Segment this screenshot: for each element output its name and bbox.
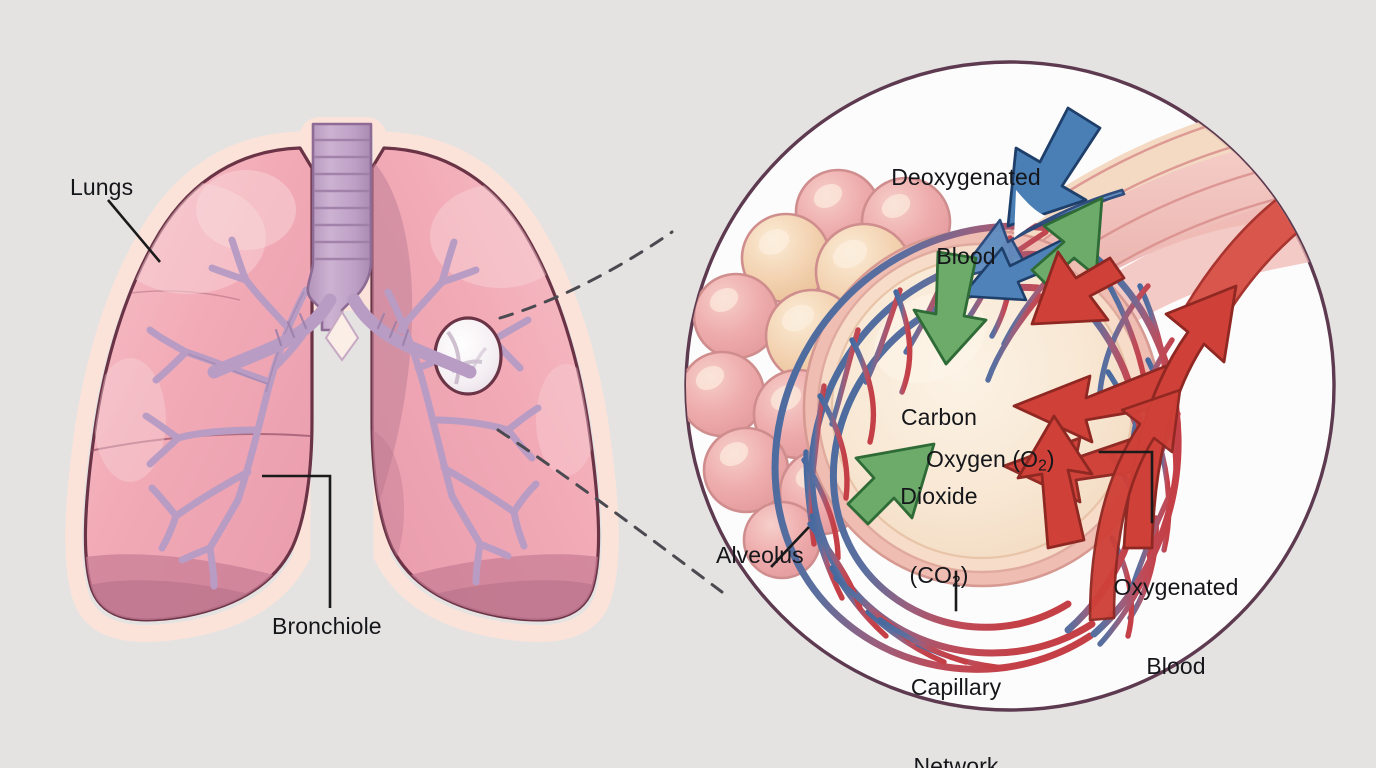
label-lungs: Lungs — [70, 174, 134, 200]
bronchi-rings — [274, 312, 410, 347]
arrow-green-co2-up-icon — [1030, 196, 1104, 286]
arrow-green-co2-down-icon — [912, 250, 988, 366]
co2-paren-close: ) — [960, 561, 969, 588]
label-carbon-dioxide: Carbon Dioxide (CO2) — [874, 352, 1004, 643]
left-lung — [83, 146, 314, 622]
oxygen-text: Oxygen (O — [926, 446, 1039, 472]
trachea — [207, 122, 477, 379]
label-bronchiole: Bronchiole — [272, 613, 382, 639]
dashed-connector-upper — [498, 230, 674, 320]
leader-bronchiole — [262, 474, 332, 608]
leader-lungs — [107, 199, 161, 263]
co2-subscript: 2 — [951, 573, 961, 591]
label-deoxygenated-blood-line1: Deoxygenated — [891, 164, 1041, 191]
label-capillary-network: Capillary Network — [886, 622, 1026, 768]
label-carbon-dioxide-line1: Carbon — [900, 404, 978, 431]
label-oxygen: Oxygen (O2) — [926, 446, 1055, 475]
arrow-down-blue-icon — [1006, 106, 1102, 228]
arrow-green-co2-lower-icon — [846, 442, 936, 526]
label-oxygenated-blood-line1: Oxygenated — [1113, 574, 1239, 601]
label-deoxygenated-blood: Deoxygenated Blood — [886, 112, 1046, 322]
leader-oxygenated — [1098, 450, 1154, 524]
label-leader-lines — [770, 450, 1154, 612]
label-capillary-network-line2: Network — [913, 753, 999, 768]
oxygen-paren-close: ) — [1046, 446, 1055, 472]
label-carbon-dioxide-formula: (CO2) — [874, 562, 1004, 591]
arrow-red-o2-upperleft-icon — [1030, 250, 1126, 326]
arrow-red-oxygenated-inner-icon — [1088, 388, 1182, 622]
dashed-connector-lower — [496, 428, 724, 594]
label-carbon-dioxide-line2: Dioxide — [900, 483, 978, 510]
arrow-red-o2-lower-icon — [1016, 414, 1094, 550]
trachea-rings — [313, 138, 371, 261]
o2-subscript: 2 — [1038, 457, 1047, 475]
leader-alveolus — [770, 526, 810, 568]
label-capillary-network-line1: Capillary — [910, 674, 1002, 701]
label-alveolus: Alveolus — [716, 542, 804, 568]
label-oxygenated-blood-line2: Blood — [1146, 653, 1206, 680]
label-oxygenated-blood: Oxygenated Blood — [1100, 522, 1252, 732]
label-deoxygenated-blood-line2: Blood — [936, 243, 996, 270]
co2-paren-open: (CO — [909, 561, 952, 588]
